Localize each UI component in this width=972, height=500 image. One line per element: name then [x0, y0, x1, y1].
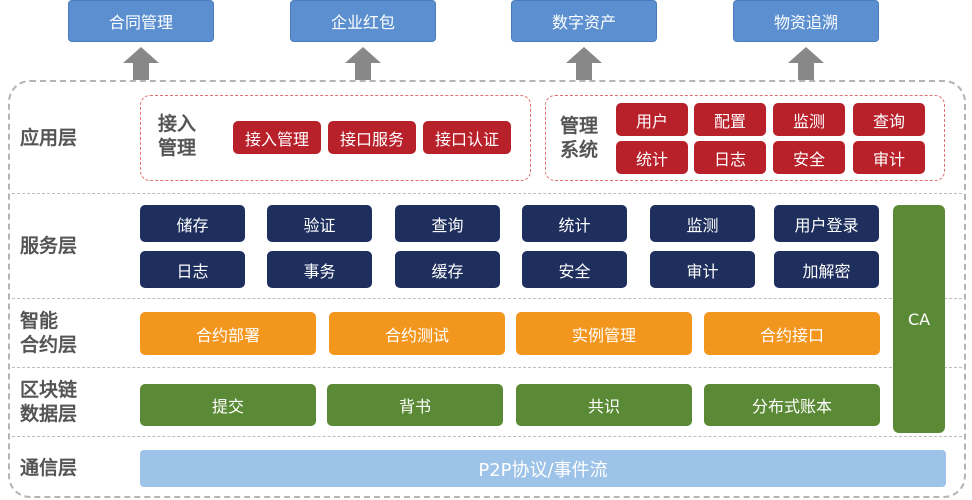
p2p-event-stream-bar[interactable]: P2P协议/事件流 [140, 450, 946, 487]
service-verify-button[interactable]: 验证 [267, 205, 372, 242]
access-group-title: 接入 管理 [158, 113, 197, 159]
mgmt-monitor-button[interactable]: 监测 [773, 103, 845, 136]
service-transaction-button[interactable]: 事务 [267, 251, 372, 288]
ca-bar[interactable]: CA [893, 205, 945, 433]
service-security-button[interactable]: 安全 [522, 251, 627, 288]
up-arrow-icon [566, 47, 602, 80]
layer-label-service: 服务层 [20, 235, 78, 257]
mgmt-audit-button[interactable]: 审计 [853, 141, 925, 174]
instance-mgmt-button[interactable]: 实例管理 [516, 312, 692, 355]
service-storage-button[interactable]: 储存 [140, 205, 245, 242]
submit-button[interactable]: 提交 [140, 384, 316, 426]
layer-label-blockchain: 区块链 数据层 [20, 379, 78, 425]
service-cache-button[interactable]: 缓存 [395, 251, 500, 288]
consensus-button[interactable]: 共识 [516, 384, 692, 426]
up-arrow-icon [345, 47, 381, 80]
service-log-button[interactable]: 日志 [140, 251, 245, 288]
access-management-group [140, 95, 531, 181]
interface-service-button[interactable]: 接口服务 [328, 121, 416, 154]
layer-divider [12, 436, 962, 437]
layer-divider [12, 367, 962, 368]
output-material-tracing: 物资追溯 [733, 0, 879, 42]
layer-label-application: 应用层 [20, 127, 78, 149]
endorse-button[interactable]: 背书 [327, 384, 503, 426]
service-encryption-button[interactable]: 加解密 [774, 251, 879, 288]
layer-label-communication: 通信层 [20, 457, 78, 479]
mgmt-stats-button[interactable]: 统计 [616, 141, 688, 174]
contract-deploy-button[interactable]: 合约部署 [140, 312, 316, 355]
management-system-group [545, 95, 945, 181]
mgmt-query-button[interactable]: 查询 [853, 103, 925, 136]
layer-label-contract: 智能 合约层 [20, 310, 78, 356]
mgmt-config-button[interactable]: 配置 [694, 103, 766, 136]
contract-test-button[interactable]: 合约测试 [329, 312, 505, 355]
mgmt-user-button[interactable]: 用户 [616, 103, 688, 136]
service-user-login-button[interactable]: 用户登录 [774, 205, 879, 242]
output-contract-mgmt: 合同管理 [68, 0, 214, 42]
output-digital-assets: 数字资产 [511, 0, 657, 42]
layer-divider [12, 193, 962, 194]
service-stats-button[interactable]: 统计 [522, 205, 627, 242]
interface-auth-button[interactable]: 接口认证 [423, 121, 511, 154]
contract-interface-button[interactable]: 合约接口 [704, 312, 880, 355]
mgmt-log-button[interactable]: 日志 [694, 141, 766, 174]
mgmt-security-button[interactable]: 安全 [773, 141, 845, 174]
service-audit-button[interactable]: 审计 [650, 251, 755, 288]
layer-divider [12, 298, 962, 299]
access-mgmt-button[interactable]: 接入管理 [233, 121, 321, 154]
distributed-ledger-button[interactable]: 分布式账本 [704, 384, 880, 426]
architecture-frame [8, 80, 966, 498]
service-query-button[interactable]: 查询 [395, 205, 500, 242]
up-arrow-icon [788, 47, 824, 80]
up-arrow-icon [123, 47, 159, 80]
service-monitor-button[interactable]: 监测 [650, 205, 755, 242]
output-enterprise-redpacket: 企业红包 [290, 0, 436, 42]
mgmt-group-title: 管理 系统 [560, 115, 599, 161]
